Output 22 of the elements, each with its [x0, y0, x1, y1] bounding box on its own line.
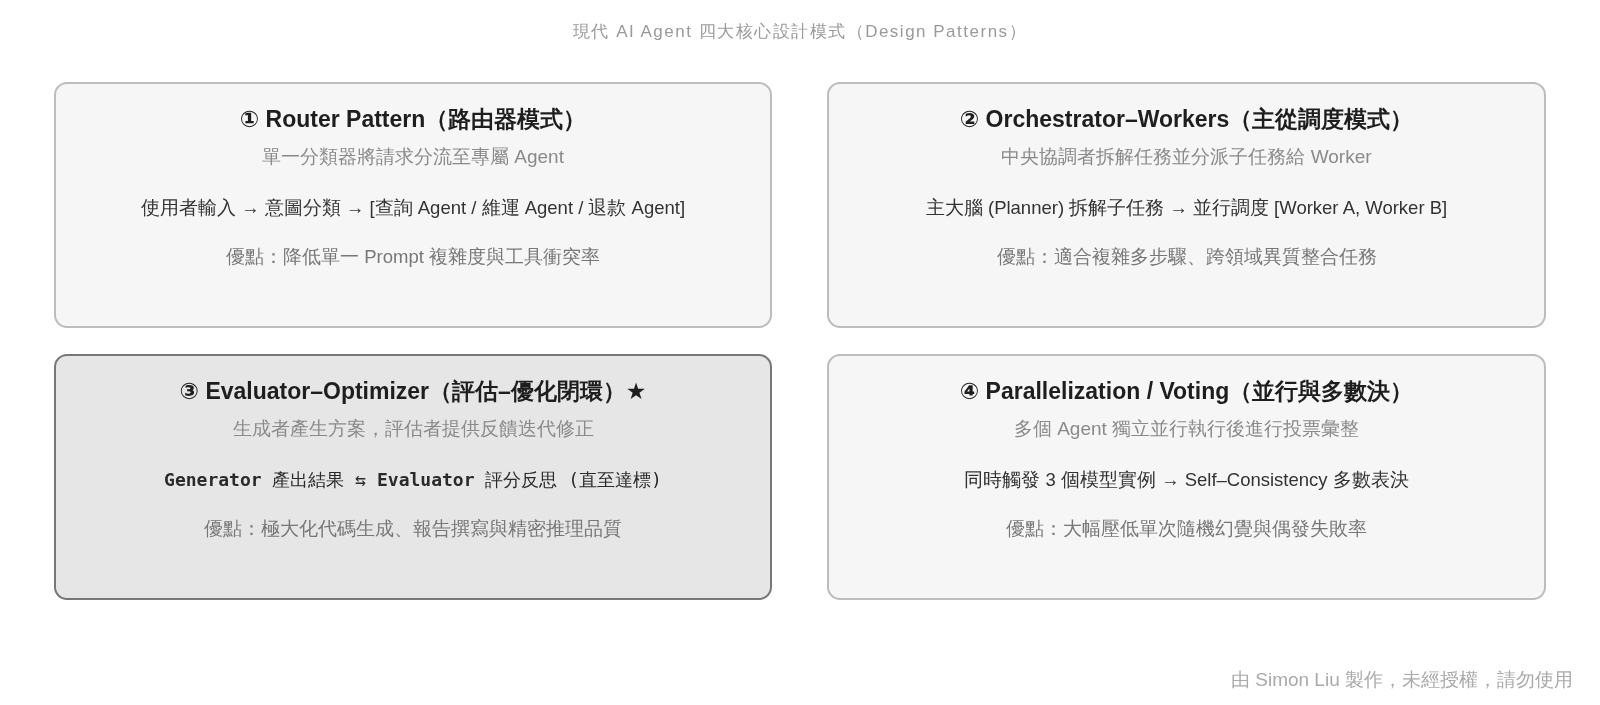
flow-text: Generator 產出結果 ⇆ Evaluator 評分反思 (直至達標) [164, 469, 662, 491]
page-title: 現代 AI Agent 四大核心設計模式（Design Patterns） [572, 21, 1028, 43]
flow-text: 使用者輸入 → 意圖分類 → [查詢 Agent / 維運 Agent / 退款 Agent] [140, 197, 686, 220]
benefit-text: 優點：降低單一 Prompt 複雜度與工具衝突率 [226, 246, 600, 269]
benefit-text: 優點：適合複雜多步驟、跨領域異質整合任務 [996, 246, 1377, 269]
card-title: ② Orchestrator–Workers（主從調度模式） [959, 106, 1414, 134]
flow-text: 主大腦 (Planner) 拆解子任務 → 並行調度 [Worker A, Worker B] [925, 197, 1448, 220]
pattern-card [54, 354, 772, 600]
card-subtitle: 多個 Agent 獨立並行執行後進行投票彙整 [1013, 418, 1360, 441]
pattern-card [827, 82, 1546, 328]
card-subtitle: 中央協調者拆解任務並分派子任務給 Worker [1001, 146, 1372, 169]
flow-text: 同時觸發 3 個模型實例 → Self–Consistency 多數表決 [964, 469, 1409, 492]
card-title: ③ Evaluator–Optimizer（評估–優化閉環）★ [179, 378, 647, 406]
pattern-card [54, 82, 772, 328]
card-subtitle: 生成者產生方案，評估者提供反饋迭代修正 [232, 418, 594, 441]
card-title: ① Router Pattern（路由器模式） [239, 106, 587, 134]
card-subtitle: 單一分類器將請求分流至專屬 Agent [262, 146, 564, 169]
card-title: ④ Parallelization / Voting（並行與多數決） [959, 378, 1414, 406]
credit-note: 由 Simon Liu 製作，未經授權，請勿使用 [1230, 668, 1573, 692]
pattern-card [827, 354, 1546, 600]
benefit-text: 優點：極大化代碼生成、報告撰寫與精密推理品質 [204, 518, 622, 541]
benefit-text: 優點：大幅壓低單次隨機幻覺與偶發失敗率 [1006, 518, 1367, 541]
